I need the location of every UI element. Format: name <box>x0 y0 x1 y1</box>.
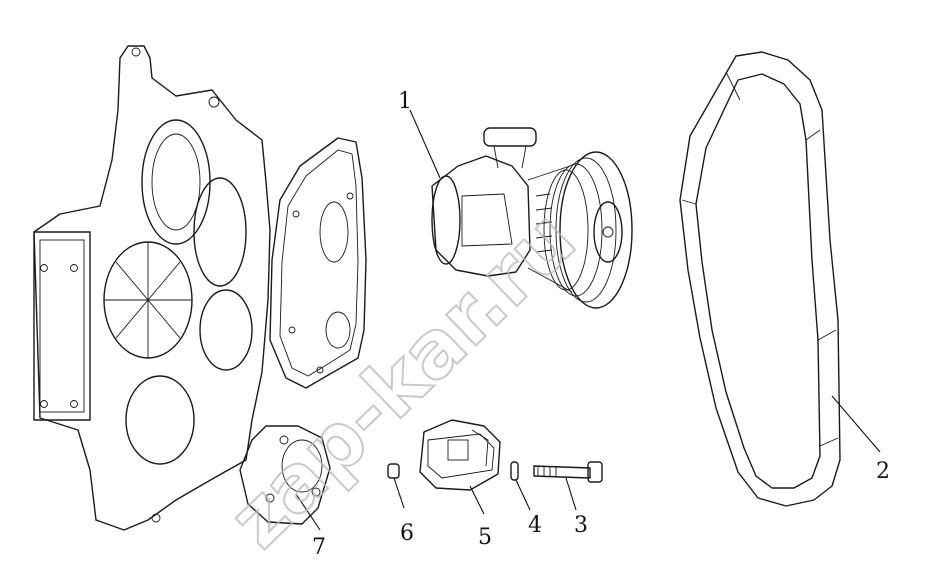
leader-line-3 <box>565 477 577 511</box>
water-pump-assembly <box>431 127 633 309</box>
bolt <box>533 461 603 483</box>
leader-line-1 <box>409 109 441 179</box>
cover-plate <box>239 425 331 525</box>
leader-line-5 <box>469 485 485 515</box>
leader-line-4 <box>515 479 531 511</box>
leader-line-7 <box>295 493 321 531</box>
callout-7: 7 <box>312 535 326 560</box>
callout-1: 1 <box>398 89 412 114</box>
callout-6: 6 <box>400 521 414 546</box>
callout-4: 4 <box>528 513 542 538</box>
callout-3: 3 <box>574 513 588 538</box>
leader-line-2 <box>831 395 881 453</box>
drive-belt <box>679 51 841 507</box>
leader-line-6 <box>393 477 405 509</box>
cover-gasket <box>269 137 367 389</box>
callout-2: 2 <box>876 459 890 484</box>
dowel-pin <box>510 461 519 481</box>
timing-case-housing <box>33 45 271 531</box>
callout-5: 5 <box>478 525 492 550</box>
tensioner-unit <box>419 419 501 491</box>
bushing <box>387 463 400 479</box>
